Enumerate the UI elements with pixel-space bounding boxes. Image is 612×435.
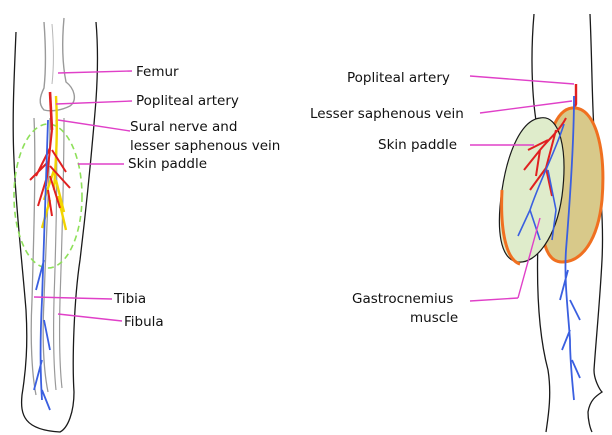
- leader-popliteal-artery-left: [56, 101, 132, 104]
- label-fibula: Fibula: [124, 314, 164, 330]
- leader-gastrocnemius: [470, 298, 518, 301]
- label-lesser-saphenous-vein: Lesser saphenous vein: [310, 106, 464, 122]
- label-gastrocnemius-line1: Gastrocnemius: [352, 291, 453, 307]
- right-leg-illustration: Popliteal artery Lesser saphenous vein S…: [310, 14, 603, 432]
- leader-popliteal-artery-right: [470, 76, 574, 84]
- label-popliteal-artery-right: Popliteal artery: [347, 70, 450, 86]
- label-femur: Femur: [136, 64, 179, 80]
- leader-tibia: [34, 297, 112, 299]
- label-sural-nerve-line1: Sural nerve and: [130, 119, 237, 135]
- leader-femur: [58, 71, 132, 73]
- label-sural-nerve-line2: lesser saphenous vein: [130, 138, 280, 154]
- leader-fibula: [58, 314, 122, 321]
- femur-inner-line: [52, 24, 54, 84]
- label-skin-paddle-left: Skin paddle: [128, 156, 207, 172]
- label-tibia: Tibia: [113, 291, 146, 307]
- leader-lesser-saphenous-vein: [480, 101, 572, 113]
- label-skin-paddle-right: Skin paddle: [378, 137, 457, 153]
- left-leg-outline: [13, 22, 97, 432]
- left-leg-illustration: Femur Popliteal artery Sural nerve and l…: [13, 18, 280, 432]
- label-popliteal-artery-left: Popliteal artery: [136, 93, 239, 109]
- label-gastrocnemius-line2: muscle: [410, 310, 458, 326]
- femur-bone: [40, 18, 74, 111]
